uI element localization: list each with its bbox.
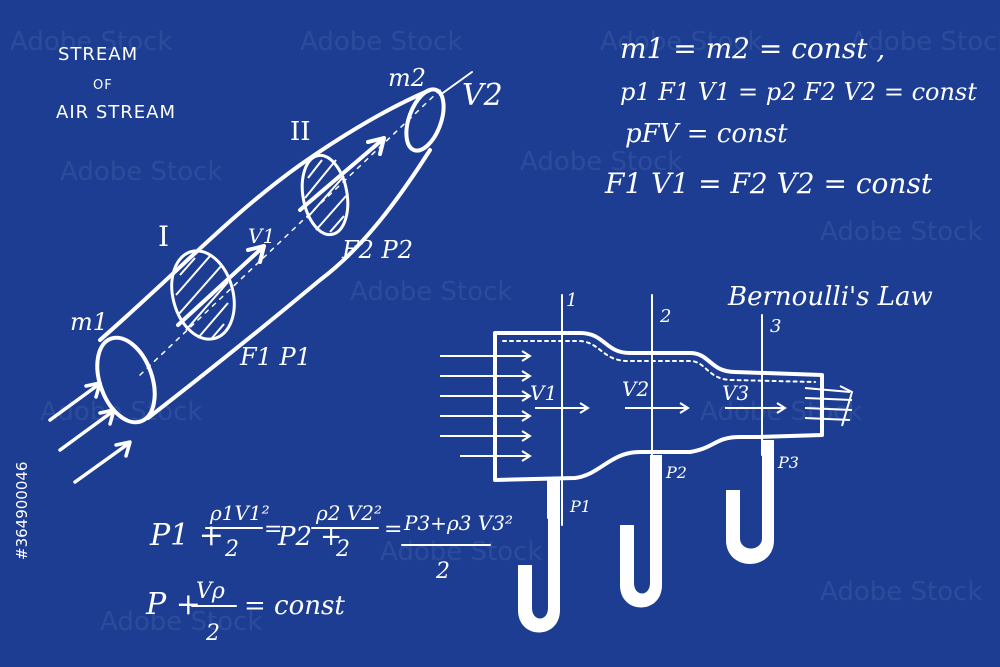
- velocity-arrowhead-1: [246, 244, 266, 264]
- label-section-1: I: [158, 220, 169, 253]
- tube-lower-wall: [146, 148, 432, 420]
- formula2-rhs: = const: [244, 591, 345, 621]
- section-2-hatching: [304, 159, 347, 233]
- formula-equals-2: =: [384, 517, 402, 542]
- inflow-arrow: [73, 442, 130, 484]
- watermark-text: Adobe Stock: [850, 27, 1000, 57]
- formula2-numerator: Vρ: [196, 579, 225, 604]
- bernoulli-formula: P1 + ρ1V1² 2 = P2 + ρ2 V2² 2 = P3+ρ3 V3²…: [145, 501, 513, 646]
- velocity-arrowhead-2: [366, 136, 386, 156]
- inflow-arrow: [58, 410, 114, 452]
- inflow-arrows: [440, 350, 532, 462]
- venturi-upper-wall: [493, 331, 824, 482]
- bernoulli-title: Bernoulli's Law: [727, 282, 933, 312]
- v2-pointer: [439, 71, 473, 96]
- label-v1: V1: [248, 224, 275, 248]
- watermark-text: Adobe Stock: [350, 277, 512, 307]
- formula2-denominator: 2: [205, 621, 220, 646]
- label-f2p2: F2 P2: [341, 236, 413, 264]
- velocity-label-1: V1: [530, 381, 557, 405]
- label-m2: m2: [388, 64, 426, 92]
- tube-outlet-ellipse: [404, 87, 446, 153]
- watermark-text: Adobe Stock: [40, 397, 202, 427]
- velocity-label-3: V3: [722, 381, 749, 405]
- watermark-text: Adobe Stock: [300, 27, 462, 57]
- stock-id: #364900046: [13, 462, 31, 560]
- manometer-3: [726, 440, 774, 564]
- pressure-label-3: P3: [777, 453, 799, 472]
- section-label-2: 2: [659, 306, 671, 327]
- section-2-ellipse: [300, 153, 350, 237]
- stream-tube-diagram: STREAM OF AIR STREAM: [48, 44, 503, 484]
- inflow-arrowhead: [84, 381, 102, 399]
- inflow-arrow: [48, 383, 100, 422]
- manometer-2: [620, 455, 662, 608]
- formula-numerator-2: ρ2 V2²: [315, 501, 382, 525]
- formula-equals-1: =: [264, 517, 282, 542]
- equation-mass: m1 = m2 = const ,: [620, 32, 885, 65]
- label-section-2: II: [290, 117, 311, 147]
- section-label-1: 1: [566, 290, 577, 311]
- watermark-text: Adobe Stock: [10, 27, 172, 57]
- manometer-1: [518, 479, 560, 633]
- watermark-text: Adobe Stock: [700, 397, 862, 427]
- formula-term-1: P1 +: [149, 518, 224, 553]
- inflow-arrowhead: [114, 440, 132, 458]
- velocity-arrows: [535, 402, 787, 414]
- formula-numerator-3: P3+ρ3 V3²: [403, 511, 513, 535]
- formula-denominator-3: 2: [435, 559, 450, 584]
- label-v2: V2: [462, 78, 503, 113]
- velocity-arrow-2: [298, 138, 384, 212]
- venturi-inner-wall: [502, 340, 816, 383]
- tube-upper-wall: [98, 88, 432, 342]
- label-m1: m1: [70, 308, 108, 336]
- equation-flow: p1 F1 V1 = p2 F2 V2 = const: [620, 78, 977, 106]
- section-label-3: 3: [770, 316, 781, 337]
- watermark-text: Adobe Stock: [100, 607, 262, 637]
- formula2-lhs: P +: [145, 587, 201, 622]
- watermark-text: Adobe Stock: [60, 157, 222, 187]
- title-stream: STREAM: [58, 44, 138, 65]
- equation-pfv: pFV = const: [625, 119, 788, 149]
- section-1-hatching: [175, 255, 229, 339]
- watermark-text: Adobe Stock: [520, 147, 682, 177]
- watermark-text: Adobe Stock: [820, 217, 982, 247]
- formula-numerator-1: ρ1V1²: [209, 501, 270, 525]
- continuity-equations: m1 = m2 = const , p1 F1 V1 = p2 F2 V2 = …: [604, 32, 977, 200]
- watermark-text: Adobe Stock: [380, 537, 542, 567]
- formula-denominator-2: 2: [335, 537, 350, 562]
- pressure-label-1: P1: [569, 497, 591, 516]
- label-f1p1: F1 P1: [239, 343, 311, 371]
- watermark-layer: Adobe Stock Adobe Stock Adobe Stock Adob…: [10, 27, 1000, 637]
- bernoulli-venturi-diagram: Bernoulli's Law 1 2 3: [440, 282, 933, 633]
- section-1-ellipse: [170, 249, 236, 341]
- velocity-label-2: V2: [622, 377, 649, 401]
- watermark-text: Adobe Stock: [820, 577, 982, 607]
- velocity-arrow-1: [176, 246, 264, 327]
- tube-inlet-ellipse: [95, 335, 157, 425]
- formula-denominator-1: 2: [224, 537, 239, 562]
- equation-fv: F1 V1 = F2 V2 = const: [604, 167, 933, 200]
- formula-term-2: P2 +: [277, 522, 342, 552]
- watermark-text: Adobe Stock: [600, 27, 762, 57]
- inflow-arrowhead: [98, 408, 116, 426]
- outflow-arrows: [804, 385, 854, 427]
- pressure-label-2: P2: [665, 463, 687, 482]
- title-of: OF: [93, 78, 113, 93]
- title-air-stream: AIR STREAM: [56, 102, 176, 123]
